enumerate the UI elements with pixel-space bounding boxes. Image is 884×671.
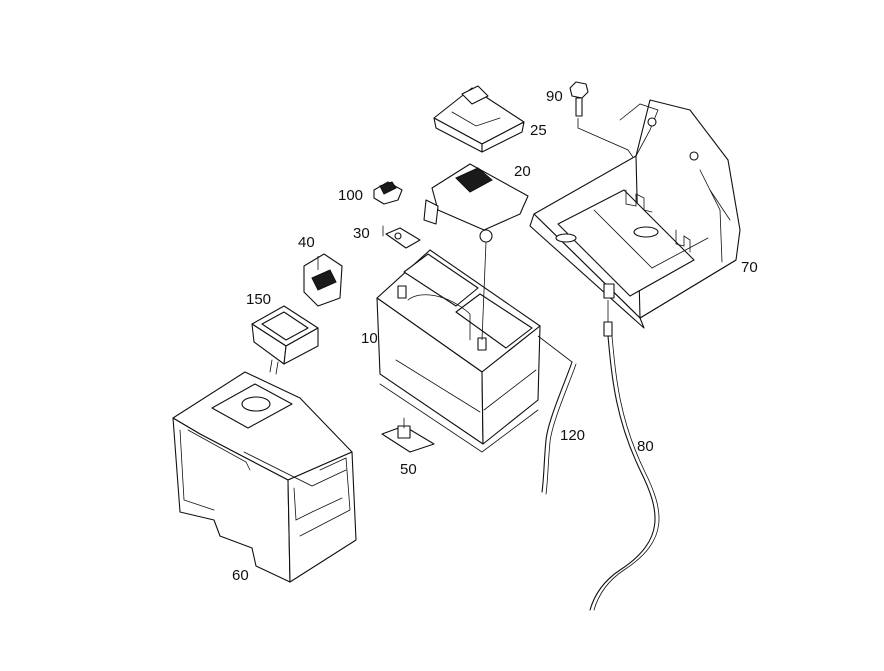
callout-50: 50 [400,461,417,478]
fuse-box-20 [423,163,529,341]
callout-30: 30 [353,225,370,242]
callout-120: 120 [560,427,586,444]
callout-60: 60 [232,567,249,584]
callout-70: 70 [741,259,758,276]
connector-100 [373,181,403,205]
callout-150: 150 [246,291,272,308]
callout-80: 80 [637,438,654,455]
callout-10: 10 [361,330,378,347]
battery-cover-60 [172,371,357,583]
terminal-30 [382,225,421,249]
callout-20: 20 [514,163,531,180]
callout-100: 100 [338,187,364,204]
callout-40: 40 [298,234,315,251]
clamp-50 [381,417,435,453]
battery-10 [376,249,573,453]
callout-90: 90 [546,88,563,105]
fuse-cover-25 [433,85,525,153]
holder-40 [303,253,343,307]
battery-tray-70 [529,99,741,329]
hose-120 [541,361,577,495]
control-unit-150 [251,305,319,375]
cable-80 [589,300,660,611]
callout-25: 25 [530,122,547,139]
